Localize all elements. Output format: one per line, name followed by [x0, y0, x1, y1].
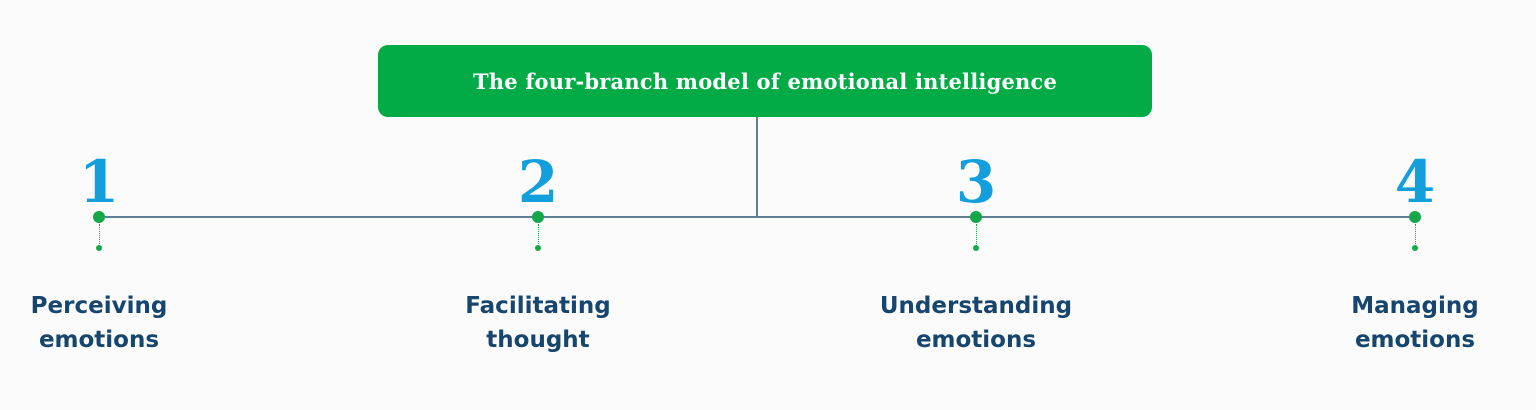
branch-dotted-connector: [1415, 224, 1416, 246]
branch-dotted-connector: [976, 224, 977, 246]
branch-end-dot: [1412, 245, 1418, 251]
branch-end-dot: [535, 245, 541, 251]
branch-label-line-2: thought: [486, 327, 590, 353]
branch-label: Facilitating thought: [418, 289, 658, 357]
title-connector-line: [756, 117, 758, 217]
branch-number: 1: [78, 148, 120, 216]
branch-label-line-1: Managing: [1351, 293, 1479, 319]
branch-label: Perceiving emotions: [0, 289, 219, 357]
branch-number: 2: [517, 148, 559, 216]
branch-label: Managing emotions: [1295, 289, 1535, 357]
branch-label-line-1: Facilitating: [465, 293, 611, 319]
branch-node: [970, 211, 982, 223]
timeline-axis: [99, 216, 1415, 218]
branch-number: 3: [955, 148, 997, 216]
branch-end-dot: [973, 245, 979, 251]
branch-label-line-2: emotions: [38, 327, 160, 353]
branch-dotted-connector: [538, 224, 539, 246]
branch-node: [1409, 211, 1421, 223]
branch-number: 4: [1394, 148, 1436, 216]
branch-end-dot: [96, 245, 102, 251]
branch-label-line-1: Understanding: [879, 293, 1073, 319]
branch-node: [532, 211, 544, 223]
branch-dotted-connector: [99, 224, 100, 246]
branch-label: Understanding emotions: [856, 289, 1096, 357]
title-box: The four-branch model of emotional intel…: [378, 45, 1152, 117]
branch-label-line-1: Perceiving: [30, 293, 168, 319]
branch-label-line-2: emotions: [1354, 327, 1476, 353]
branch-label-line-2: emotions: [915, 327, 1037, 353]
branch-node: [93, 211, 105, 223]
